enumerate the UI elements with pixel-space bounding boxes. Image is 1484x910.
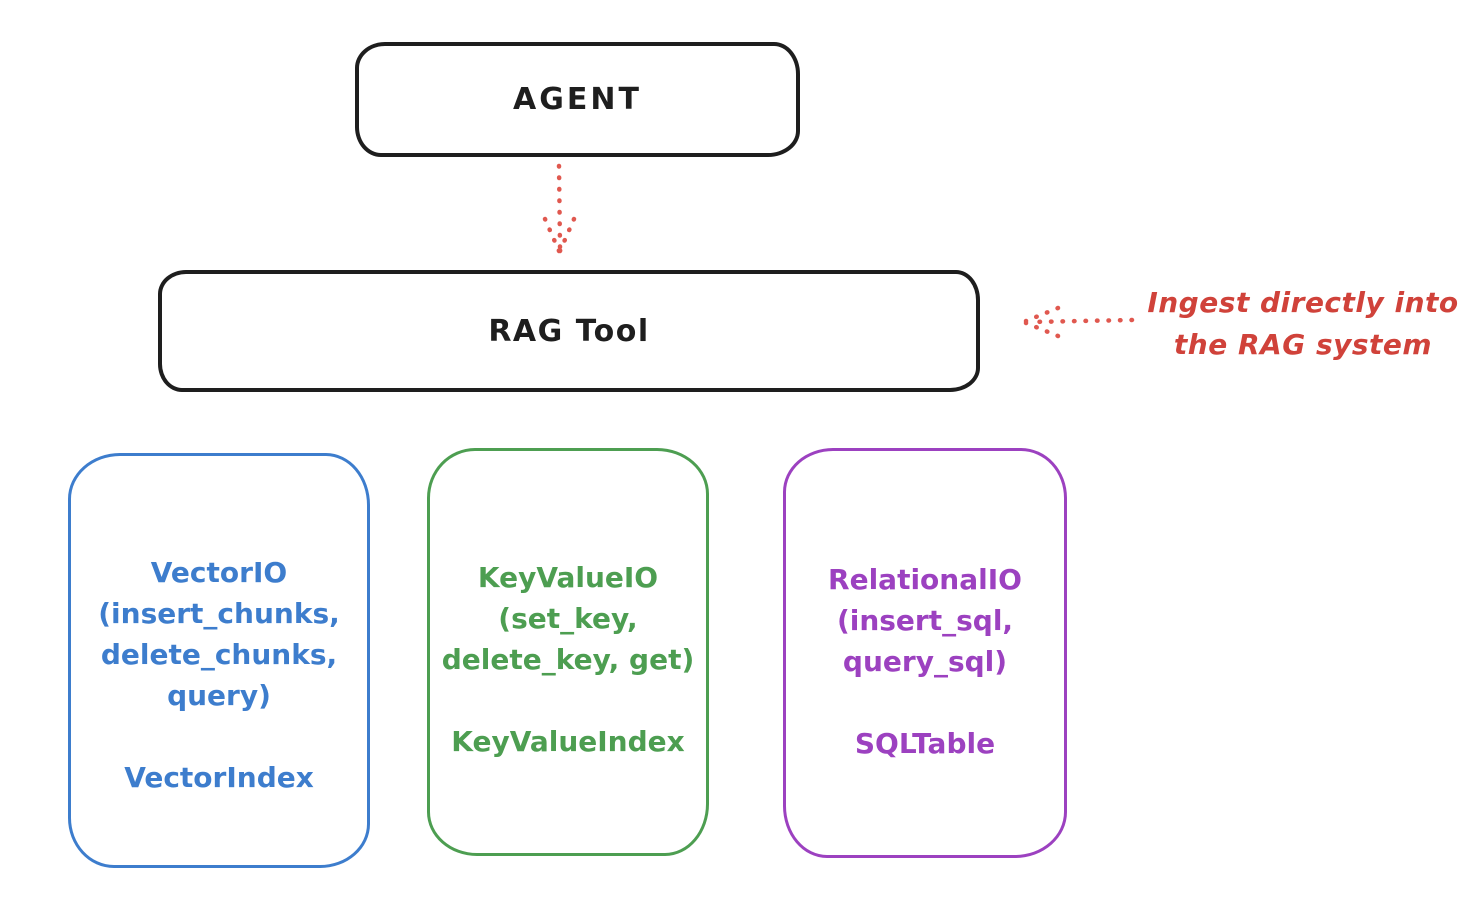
keyvalue-io-text: KeyValueIO(set_key,delete_key, get) (441, 561, 695, 676)
relational-io-card: RelationalIO(insert_sql,query_sql) SQLTa… (783, 448, 1067, 858)
arrow-wing-bottom (1023, 320, 1061, 339)
relational-io-text: RelationalIO(insert_sql,query_sql) (828, 563, 1022, 678)
rag-tool-node: RAG Tool (158, 270, 980, 392)
arrow-shaft (556, 163, 563, 250)
vector-index-label: VectorIndex (124, 761, 314, 794)
arrow-shaft (1027, 317, 1135, 325)
agent-node: AGENT (355, 42, 800, 157)
rag-tool-label: RAG Tool (488, 313, 650, 349)
arrow-wing-top (1023, 305, 1061, 324)
vector-io-text: VectorIO(insert_chunks,delete_chunks,que… (98, 556, 340, 712)
agent-to-ragtool-arrow-icon (538, 163, 582, 263)
ingest-arrow-icon (1016, 300, 1136, 344)
keyvalue-io-card: KeyValueIO(set_key,delete_key, get) KeyV… (427, 448, 709, 856)
agent-label: AGENT (513, 82, 642, 117)
arrow-wing-left (542, 216, 562, 254)
keyvalue-index-label: KeyValueIndex (451, 725, 685, 758)
sql-table-label: SQLTable (854, 727, 996, 760)
vector-io-card: VectorIO(insert_chunks,delete_chunks,que… (68, 453, 370, 868)
